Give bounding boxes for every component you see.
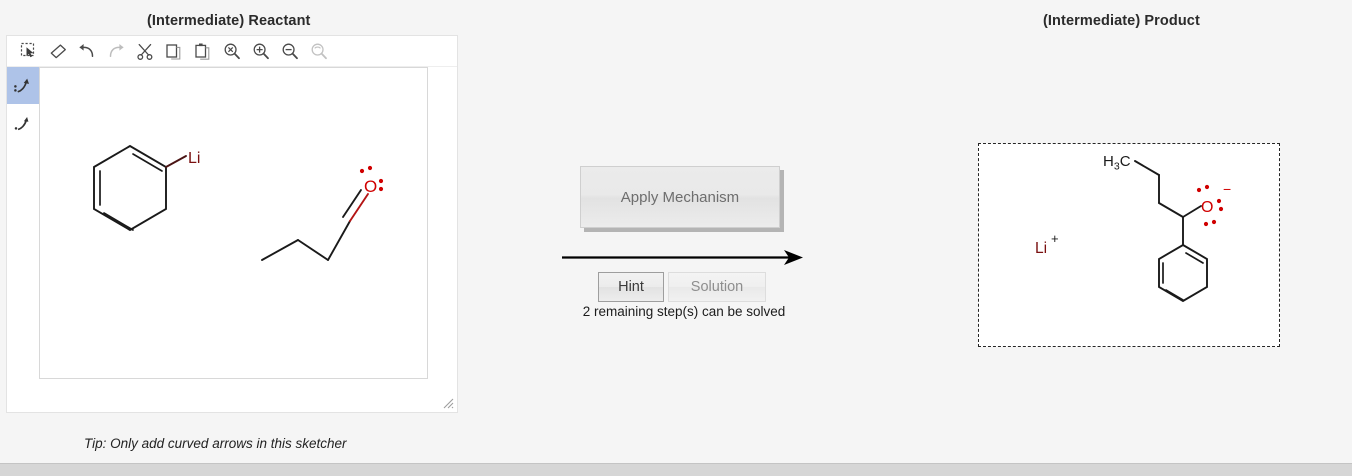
product-li-charge: + <box>1051 231 1059 246</box>
product-alkoxide-charge: − <box>1223 181 1231 197</box>
reactant-sketcher: Li O <box>6 35 458 413</box>
remaining-steps-status: 2 remaining step(s) can be solved <box>582 304 786 319</box>
apply-mechanism-button[interactable]: Apply Mechanism <box>580 166 780 228</box>
curved-arrow-single-tool[interactable] <box>7 104 39 141</box>
select-icon[interactable] <box>15 38 43 64</box>
bottom-status-strip <box>0 463 1352 476</box>
product-alkoxide-lone-pairs <box>1196 184 1224 227</box>
sketcher-tool-rail <box>7 67 39 141</box>
copy-icon[interactable] <box>160 38 188 64</box>
zoom-out-icon[interactable] <box>276 38 304 64</box>
product-panel-title: (Intermediate) Product <box>1043 13 1200 29</box>
hint-button[interactable]: Hint <box>598 272 664 302</box>
curved-arrow-double-tool[interactable] <box>7 67 39 104</box>
undo-icon[interactable] <box>73 38 101 64</box>
reactant-canvas[interactable]: Li O <box>39 67 428 379</box>
zoom-fit-icon[interactable] <box>305 38 333 64</box>
solution-button[interactable]: Solution <box>668 272 766 302</box>
eraser-icon[interactable] <box>44 38 72 64</box>
zoom-in-icon[interactable] <box>247 38 275 64</box>
product-li-label: Li <box>1035 240 1047 257</box>
reaction-arrow-icon <box>562 250 803 265</box>
cut-icon[interactable] <box>131 38 159 64</box>
product-alkoxide-o-label: O <box>1201 199 1213 216</box>
sketcher-tip: Tip: Only add curved arrows in this sket… <box>84 436 347 451</box>
paste-icon[interactable] <box>189 38 217 64</box>
reactant-li-label: Li <box>188 150 200 167</box>
zoom-reset-icon[interactable] <box>218 38 246 64</box>
product-structure: Li + H3C O − <box>1035 153 1231 303</box>
reactant-panel-title: (Intermediate) Reactant <box>147 13 311 29</box>
mechanism-controls: Apply Mechanism Hint Solution 2 remainin… <box>562 160 812 330</box>
sketcher-resize-grip[interactable] <box>441 396 455 410</box>
redo-icon[interactable] <box>102 38 130 64</box>
reactant-carbonyl-o-label: O <box>364 177 377 196</box>
sketcher-toolbar <box>7 36 457 67</box>
product-display-panel: Li + H3C O − <box>978 143 1280 347</box>
product-h3c-label: H3C <box>1103 153 1131 173</box>
